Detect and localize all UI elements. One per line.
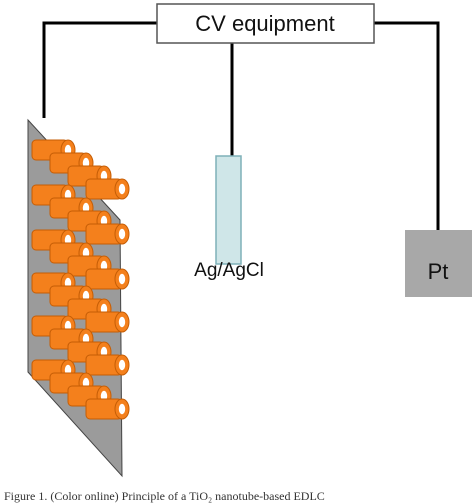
- counter-electrode: Pt: [405, 230, 472, 297]
- nanotube: [85, 354, 130, 376]
- nanotube: [85, 268, 130, 290]
- nanotube: [85, 178, 130, 200]
- nanotube-bore: [118, 316, 126, 328]
- counter-electrode-label: Pt: [428, 259, 449, 284]
- nanotube: [85, 398, 130, 420]
- nanotube-array-icon: [31, 139, 130, 420]
- nanotube-bore: [118, 228, 126, 240]
- cv-equipment-label: CV equipment: [195, 11, 334, 36]
- nanotube: [85, 311, 130, 333]
- nanotube-bore: [118, 183, 126, 195]
- wire-to-counter-electrode: [373, 21, 440, 230]
- cv-equipment-box: CV equipment: [156, 3, 375, 44]
- nanotube-bore: [118, 359, 126, 371]
- working-electrode: [27, 118, 130, 478]
- wire-to-working-electrode: [42, 21, 158, 118]
- figure-caption: Figure 1. (Color online) Principle of a …: [4, 489, 325, 503]
- reference-electrode-tube: [215, 155, 242, 265]
- nanotube-bore: [118, 273, 126, 285]
- cv-equipment-frame: [156, 3, 375, 44]
- reference-electrode: Ag/AgCl: [194, 155, 264, 281]
- reference-electrode-label: Ag/AgCl: [194, 260, 264, 281]
- nanotube: [85, 223, 130, 245]
- counter-electrode-block: [405, 230, 472, 297]
- nanotube-bore: [118, 403, 126, 415]
